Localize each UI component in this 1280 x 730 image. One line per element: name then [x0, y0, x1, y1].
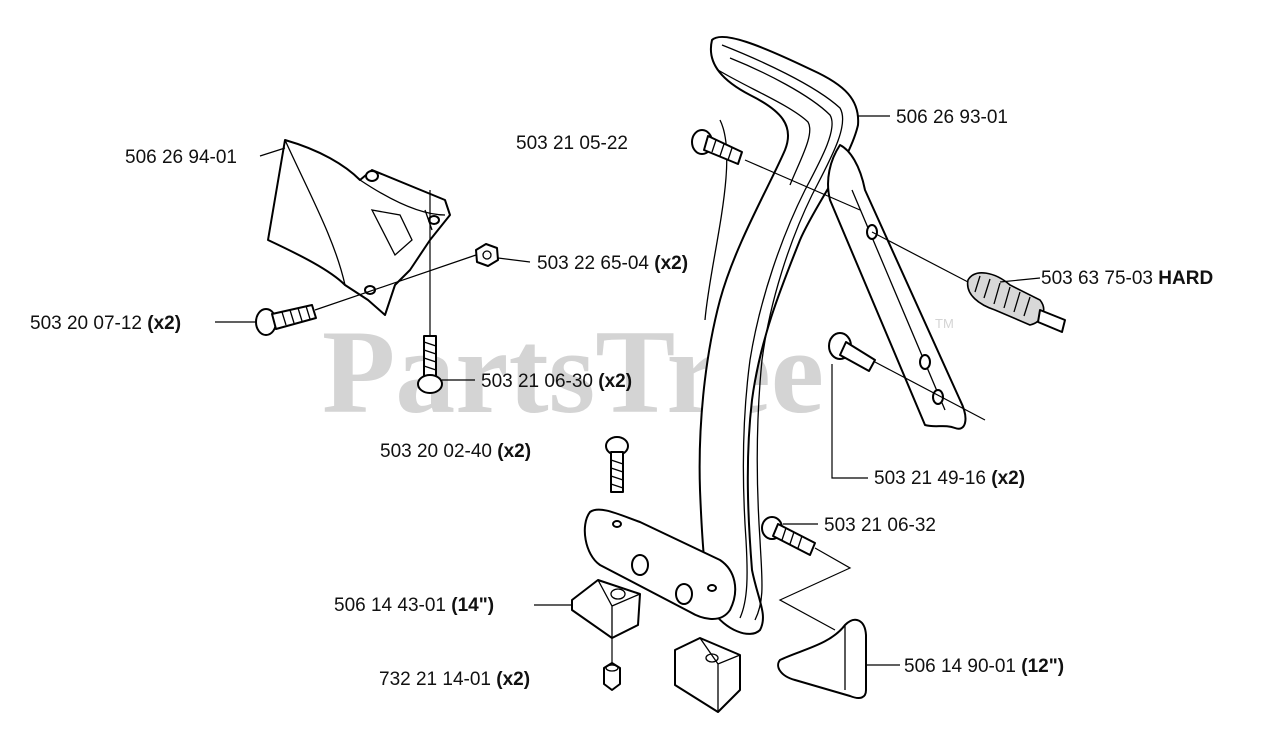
label-note: HARD [1158, 268, 1213, 289]
watermark: PartsTree TM [322, 305, 954, 438]
part-labels: 506 26 93-01 503 21 05-22 506 26 94-01 5… [30, 107, 1213, 690]
handle-bar-part[interactable] [698, 35, 967, 635]
screw-2040-part[interactable] [605, 436, 629, 493]
label-note: (x2) [497, 441, 531, 462]
leader-lines [215, 115, 1041, 666]
label-screw-2040[interactable]: 503 20 02-40 (x2) [380, 441, 531, 462]
label-note: (x2) [147, 313, 181, 334]
label-handle-bar[interactable]: 506 26 93-01 [896, 107, 1008, 128]
screw-4916-part[interactable] [828, 332, 876, 372]
locknut-part[interactable] [603, 662, 621, 691]
label-part-number: 506 26 93-01 [896, 107, 1008, 128]
label-part-number: 503 20 07-12 [30, 313, 142, 334]
av-spring-part[interactable] [966, 272, 1066, 333]
label-spacer[interactable]: 506 14 43-01 (14") [334, 595, 494, 616]
label-part-number: 506 14 90-01 [904, 656, 1016, 677]
label-part-number: 503 21 06-32 [824, 515, 936, 536]
label-part-number: 506 26 94-01 [125, 147, 237, 168]
label-part-number: 503 21 05-22 [516, 133, 628, 154]
label-note: (x2) [496, 669, 530, 690]
label-screw-0632[interactable]: 503 21 06-32 [824, 515, 936, 536]
nut-part[interactable] [475, 243, 499, 267]
label-av-spring[interactable]: 503 63 75-03 HARD [1041, 268, 1213, 289]
label-screw-4916[interactable]: 503 21 49-16 (x2) [874, 468, 1025, 489]
spacer-part[interactable] [571, 579, 641, 639]
label-part-number: 506 14 43-01 [334, 595, 446, 616]
screw-left-part[interactable] [255, 304, 317, 336]
label-note: (x2) [654, 253, 688, 274]
spacer-lower-part[interactable] [674, 637, 741, 713]
label-part-number: 503 22 65-04 [537, 253, 649, 274]
label-part-number: 503 20 02-40 [380, 441, 492, 462]
label-note: (x2) [991, 468, 1025, 489]
label-note: (14") [451, 595, 494, 616]
label-part-number: 503 21 49-16 [874, 468, 986, 489]
label-note: (x2) [598, 371, 632, 392]
screw-0632-part[interactable] [761, 516, 816, 556]
watermark-tm: TM [935, 316, 954, 331]
label-screw-left[interactable]: 503 20 07-12 (x2) [30, 313, 181, 334]
label-guard[interactable]: 506 14 90-01 (12") [904, 656, 1064, 677]
guard-part[interactable] [777, 618, 867, 699]
label-part-number: 732 21 14-01 [379, 669, 491, 690]
label-note: (12") [1021, 656, 1064, 677]
label-part-number: 503 21 06-30 [481, 371, 593, 392]
label-nut[interactable]: 503 22 65-04 (x2) [537, 253, 688, 274]
label-bracket[interactable]: 506 26 94-01 [125, 147, 237, 168]
screw-top-part[interactable] [691, 129, 743, 165]
foot-bar-part[interactable] [583, 508, 737, 620]
label-screw-top[interactable]: 503 21 05-22 [516, 133, 628, 154]
label-part-number: 503 63 75-03 [1041, 268, 1153, 289]
label-screw-vertical[interactable]: 503 21 06-30 (x2) [481, 371, 632, 392]
bracket-part[interactable] [267, 139, 451, 316]
label-locknut[interactable]: 732 21 14-01 (x2) [379, 669, 530, 690]
